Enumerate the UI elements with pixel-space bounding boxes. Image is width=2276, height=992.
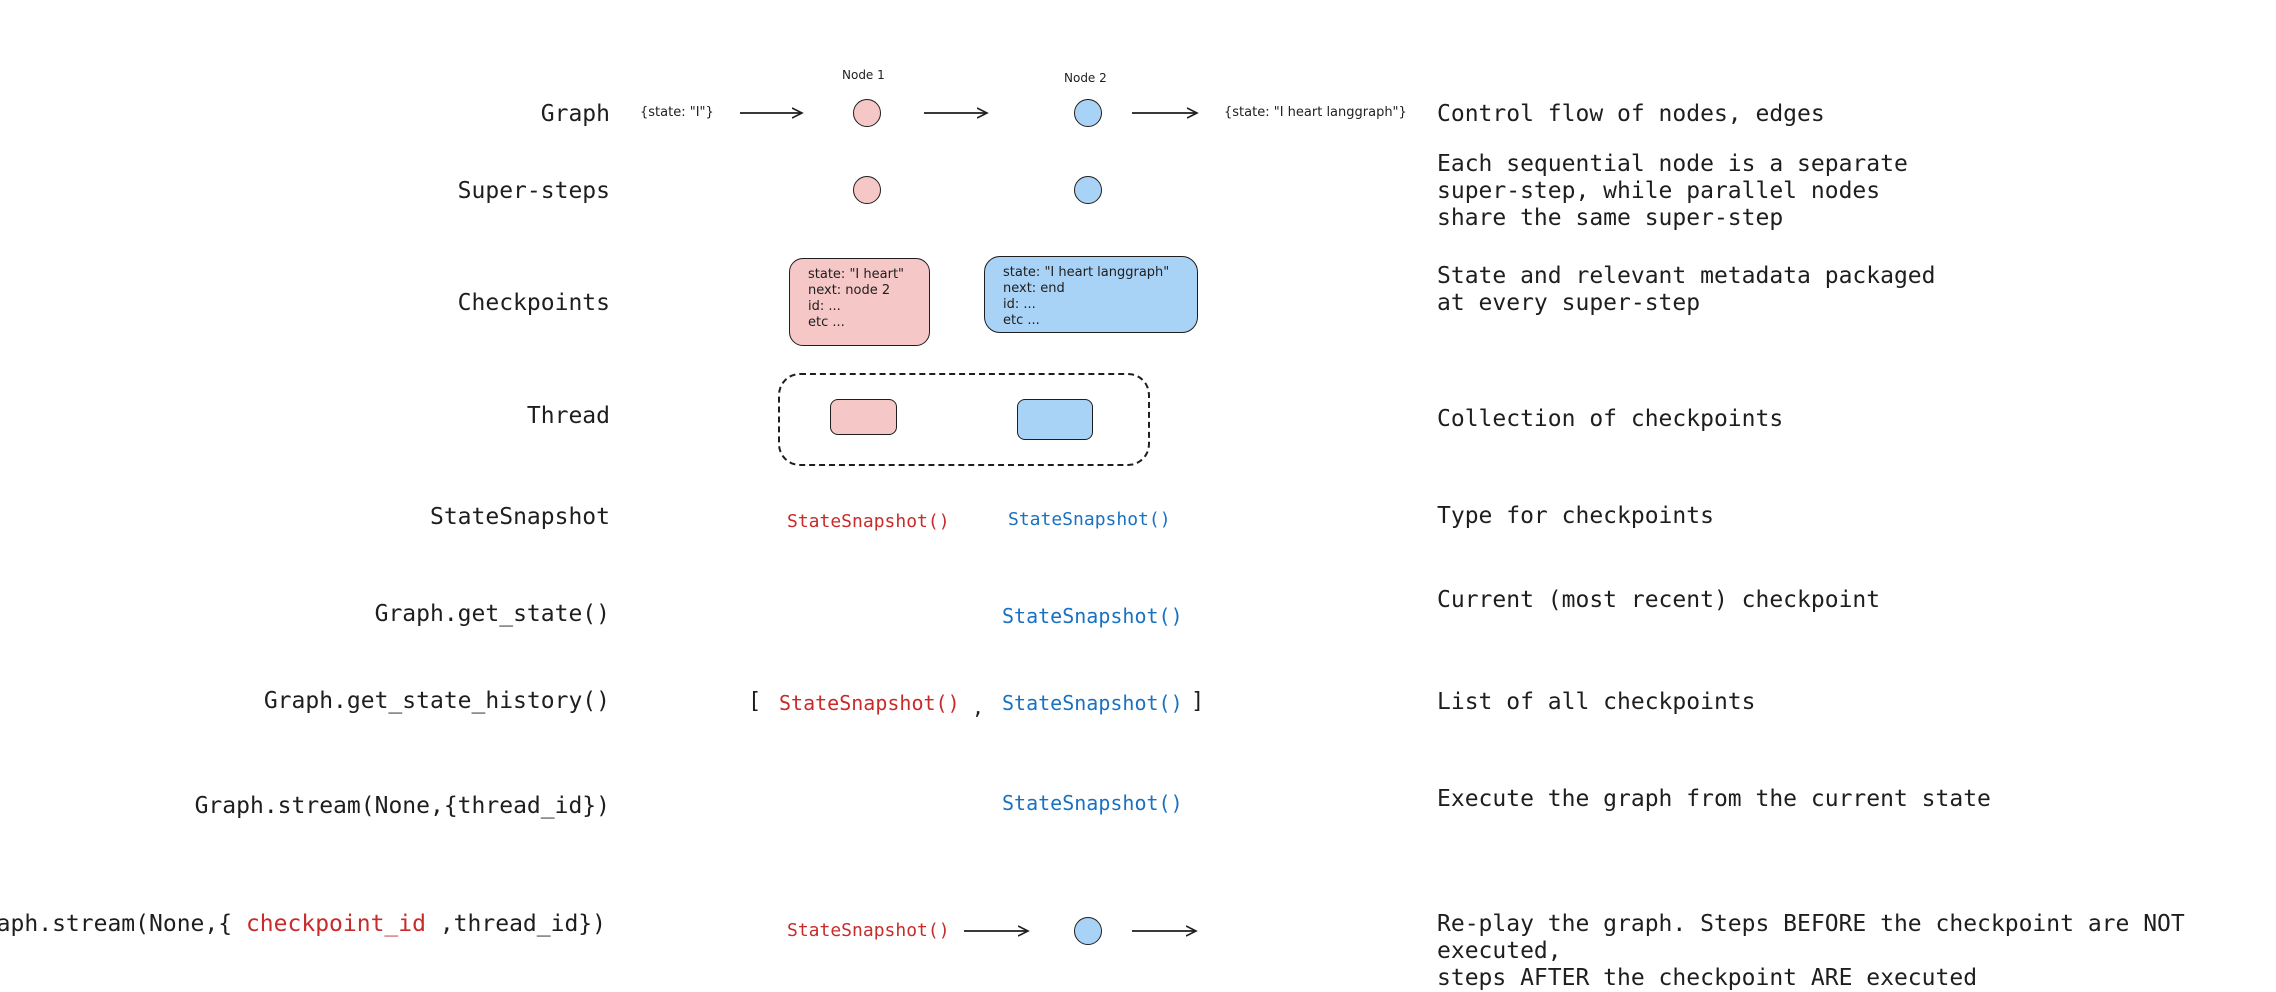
history-snapshot-blue: StateSnapshot() <box>1002 691 1183 715</box>
graph-label: Graph <box>540 101 610 127</box>
node2-circle <box>1074 99 1102 127</box>
node1-label: Node 1 <box>842 68 885 82</box>
get-state-history-desc: List of all checkpoints <box>1437 689 1756 715</box>
statesnapshot-label: StateSnapshot <box>429 504 610 530</box>
snapshot-red: StateSnapshot() <box>787 511 950 532</box>
statesnapshot-desc: Type for checkpoints <box>1437 503 1714 529</box>
stream-desc: Execute the graph from the current state <box>1437 786 1991 812</box>
get-state-history-label: Graph.get_state_history() <box>263 688 610 714</box>
replay-label: Graph.stream(None,{ checkpoint_id ,threa… <box>0 913 606 936</box>
stream-snapshot: StateSnapshot() <box>1002 791 1183 815</box>
checkpoint1-box: state: "I heart" next: node 2 id: ... et… <box>789 258 930 346</box>
graph-desc: Control flow of nodes, edges <box>1437 101 1825 127</box>
checkpoint2-box: state: "I heart langgraph" next: end id:… <box>984 256 1198 333</box>
history-close-bracket: ] <box>1191 689 1205 714</box>
get-state-snapshot: StateSnapshot() <box>1002 604 1183 628</box>
thread-container <box>778 373 1150 466</box>
thread-checkpoint1 <box>830 399 897 435</box>
thread-checkpoint2 <box>1017 399 1093 440</box>
replay-label-pre: Graph.stream(None,{ <box>0 911 233 937</box>
thread-desc: Collection of checkpoints <box>1437 406 1784 432</box>
graph-input-state: {state: "I"} <box>640 105 714 120</box>
supersteps-label: Super-steps <box>457 178 610 204</box>
stream-label: Graph.stream(None,{thread_id}) <box>194 793 610 819</box>
replay-node2-circle <box>1074 917 1102 945</box>
history-comma: , <box>972 695 985 719</box>
node1-circle <box>853 99 881 127</box>
get-state-desc: Current (most recent) checkpoint <box>1437 587 1881 613</box>
graph-output-state: {state: "I heart langgraph"} <box>1224 105 1407 120</box>
history-snapshot-red: StateSnapshot() <box>779 691 960 715</box>
checkpoints-label: Checkpoints <box>457 290 610 316</box>
thread-label: Thread <box>526 403 610 429</box>
get-state-label: Graph.get_state() <box>374 601 610 627</box>
superstep2-circle <box>1074 176 1102 204</box>
replay-label-post: ,thread_id}) <box>439 911 606 937</box>
checkpoint-id-text: checkpoint_id <box>245 911 426 937</box>
history-open-bracket: [ <box>748 689 762 714</box>
replay-snapshot-red: StateSnapshot() <box>787 920 950 941</box>
checkpoints-desc: State and relevant metadata packaged at … <box>1437 263 1936 316</box>
node2-label: Node 2 <box>1064 71 1107 85</box>
superstep1-circle <box>853 176 881 204</box>
snapshot-blue: StateSnapshot() <box>1008 509 1171 530</box>
supersteps-desc: Each sequential node is a separate super… <box>1437 151 1908 231</box>
